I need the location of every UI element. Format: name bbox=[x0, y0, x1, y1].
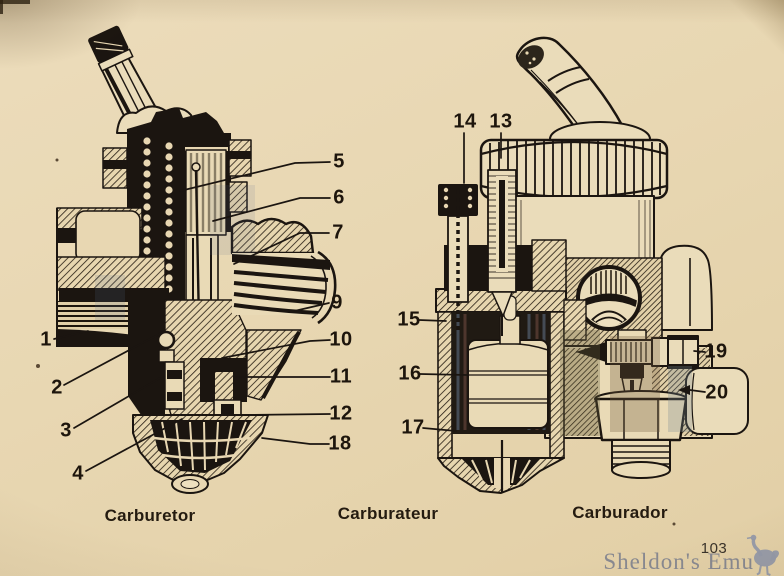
caption-french: Carburateur bbox=[337, 504, 439, 523]
fuel-banjo-fitting bbox=[576, 335, 700, 369]
callout-5: 5 bbox=[333, 150, 345, 173]
intake-venturi bbox=[230, 217, 337, 401]
emu-icon bbox=[746, 534, 779, 576]
carburetor-cutaway-right bbox=[435, 36, 749, 494]
watermark-text: Sheldon's Emu bbox=[603, 549, 754, 574]
main-jet-assembly bbox=[594, 329, 688, 479]
callout-13: 13 bbox=[489, 110, 513, 133]
callout-10: 10 bbox=[329, 328, 353, 351]
scan-tint-olive bbox=[560, 330, 600, 436]
scan-edge-artifact-top bbox=[0, 0, 30, 4]
callout-7: 7 bbox=[332, 221, 344, 244]
callout-14: 14 bbox=[453, 110, 477, 133]
callout-18: 18 bbox=[328, 432, 352, 455]
callout-11: 11 bbox=[329, 365, 353, 388]
body-cut-face bbox=[540, 257, 713, 439]
callout-17: 17 bbox=[401, 416, 425, 439]
paper-specks bbox=[36, 158, 676, 526]
callout-20: 20 bbox=[705, 381, 729, 404]
caption-english: Carburetor bbox=[104, 506, 196, 525]
caption-spanish: Carburador bbox=[572, 503, 668, 522]
callout-3: 3 bbox=[60, 419, 72, 442]
callout-leader-lines bbox=[53, 132, 706, 472]
scan-tint-bluegray bbox=[668, 366, 692, 432]
callout-12: 12 bbox=[329, 402, 353, 425]
callout-15: 15 bbox=[397, 308, 421, 331]
callout-2: 2 bbox=[51, 376, 63, 399]
callout-1: 1 bbox=[40, 328, 52, 351]
body-side-lugs bbox=[102, 139, 252, 213]
carburetor-section-left bbox=[56, 25, 337, 494]
bottom-cone bbox=[132, 414, 269, 494]
jet-needle-holder bbox=[487, 169, 517, 336]
float-tickler-housing bbox=[685, 367, 749, 435]
tickler-dome bbox=[659, 244, 713, 331]
callout-16: 16 bbox=[398, 362, 422, 385]
callout-19: 19 bbox=[704, 340, 728, 363]
callout-9: 9 bbox=[331, 291, 343, 314]
callout-6: 6 bbox=[333, 186, 345, 209]
scan-tint-brown bbox=[610, 336, 660, 432]
callout-4: 4 bbox=[72, 462, 84, 485]
float-chamber-mechanism bbox=[128, 299, 247, 433]
ribbed-ring-nut bbox=[479, 121, 669, 200]
throttle-slide-and-needle bbox=[185, 149, 227, 429]
page-number: 103 bbox=[700, 540, 728, 557]
scan-edge-artifact-left bbox=[0, 0, 3, 14]
cable-adjuster-screw bbox=[438, 184, 478, 330]
chamber-link bbox=[563, 299, 587, 341]
